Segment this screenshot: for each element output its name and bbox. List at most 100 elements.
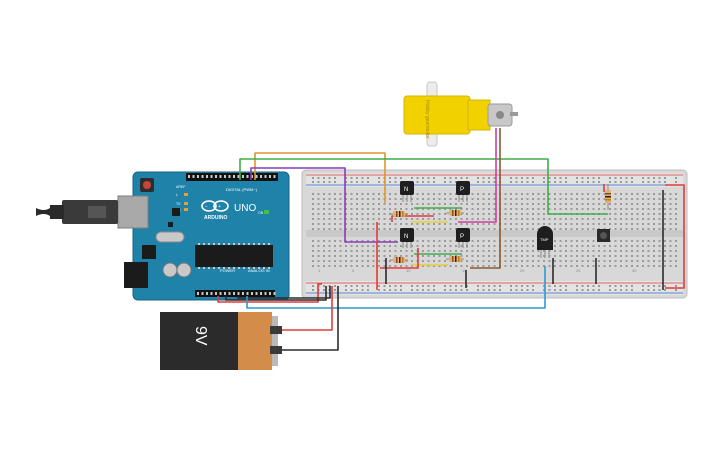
hobby-gearmotor[interactable]: Hobby gearmotor [403,81,518,147]
breadboard-hole [493,228,496,230]
rail-hole [389,285,391,287]
breadboard-hole [460,255,463,257]
breadboard-hole [433,198,435,200]
breadboard-hole [400,255,402,257]
chip-pin [198,267,200,269]
rail-hole [581,285,584,287]
resistor[interactable] [390,211,408,217]
breadboard-hole [620,250,622,252]
pushbutton[interactable] [597,229,610,242]
breadboard-hole [526,203,529,205]
breadboard-hole [339,240,342,242]
chip-pins [198,243,270,269]
breadboard-hole [383,228,386,230]
chip-pin [258,267,260,269]
header-pin [219,292,222,295]
breadboard-hole [526,193,529,195]
breadboard-hole [477,245,479,247]
header-pin [260,292,262,295]
breadboard-hole [422,265,424,267]
breadboard-hole [532,240,534,242]
rail-hole [433,289,435,291]
rail-hole [554,285,556,287]
breadboard-hole [427,240,430,242]
chip-pin [223,243,225,245]
rail-hole [422,181,424,183]
resistor-vertical[interactable] [605,184,611,210]
breadboard-hole [444,213,446,215]
breadboard-hole [433,203,435,205]
breadboard-hole [548,223,551,225]
transistor-1[interactable]: N [400,181,414,202]
breadboard-hole [367,223,369,225]
arduino-uno[interactable]: DIGITAL (PWM~) AREF POWER ANALOG IN − + … [117,171,290,301]
temperature-sensor[interactable]: TMP [537,226,553,258]
breadboard-hole [455,218,457,220]
rail-hole [361,181,364,183]
breadboard-hole [444,250,446,252]
rail-hole [515,285,518,287]
breadboard-hole [598,203,600,205]
breadboard-hole [488,228,490,230]
board-model: UNO [234,203,256,214]
breadboard-hole [312,228,314,230]
breadboard-hole [576,203,578,205]
rail-hole [345,181,347,183]
rail-hole [433,285,435,287]
breadboard-hole [422,260,424,262]
breadboard-hole [669,265,672,267]
header-pin [242,175,244,178]
breadboard-hole [367,198,369,200]
crystal [155,231,185,243]
breadboard-hole [669,250,672,252]
chip-pin [268,267,270,269]
chip-pin [248,267,250,269]
breadboard-hole [350,240,353,242]
transistor-4[interactable]: P [456,228,470,248]
header-pin [228,175,231,178]
rail-hole [444,289,446,291]
breadboard-hole [482,250,485,252]
resistor[interactable] [446,256,464,262]
breadboard-hole [334,213,336,215]
breadboard-hole [504,223,507,225]
breadboard-hole [664,198,666,200]
breadboard-hole [367,265,369,267]
breadboard-hole [383,208,386,210]
breadboard-hole [603,250,606,252]
breadboard-hole [664,223,666,225]
breadboard-hole [323,218,325,220]
transistor-2[interactable]: P [456,181,470,202]
breadboard-hole [460,250,463,252]
breadboard-hole [471,198,474,200]
rail-hole [554,177,556,179]
breadboard-hole [466,218,468,220]
breadboard-hole [367,218,369,220]
breadboard-hole [345,228,347,230]
breadboard-hole [526,255,529,257]
breadboard-hole [493,245,496,247]
breadboard-hole [510,260,512,262]
resistor[interactable] [390,257,408,263]
rail-hole [548,289,551,291]
breadboard-hole [477,208,479,210]
breadboard-hole [323,260,325,262]
breadboard-hole [350,265,353,267]
breadboard-hole [653,228,655,230]
breadboard-hole [488,260,490,262]
rail-hole [345,177,347,179]
transistor-3[interactable]: N [400,228,414,248]
breadboard[interactable]: 1 5 10 15 20 25 30 [301,169,688,299]
resistor[interactable] [446,210,464,216]
breadboard-hole [444,218,446,220]
rail-hole [592,289,595,291]
breadboard-hole [389,218,391,220]
breadboard-hole [675,250,677,252]
breadboard-hole [323,208,325,210]
breadboard-hole [642,228,644,230]
rail-hole [400,177,402,179]
sensor-label: TMP [540,237,549,242]
battery-9v[interactable]: 9V [160,312,282,370]
breadboard-hole [334,240,336,242]
breadboard-hole [620,218,622,220]
